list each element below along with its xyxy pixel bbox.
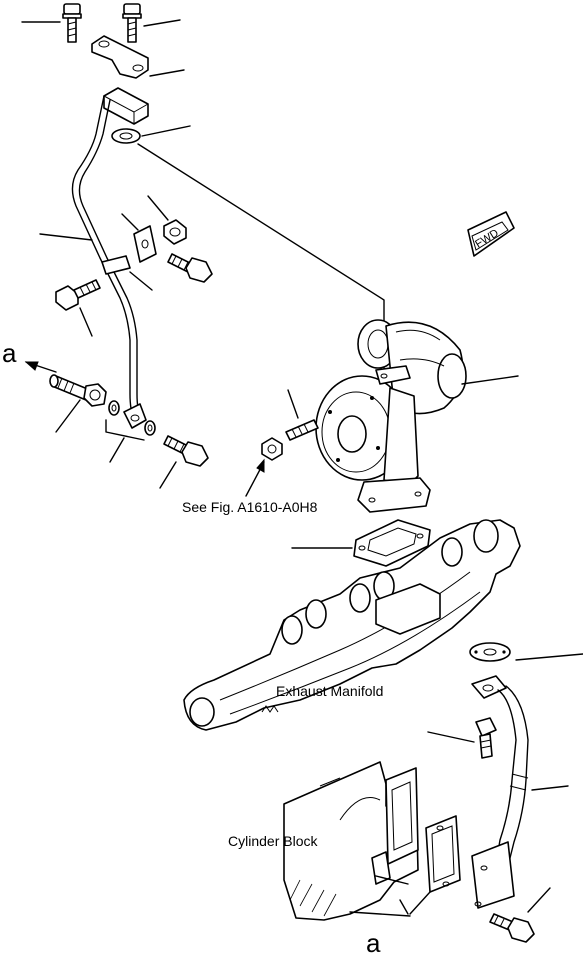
turbo-stud <box>285 419 319 441</box>
drain-gasket <box>469 642 511 662</box>
leader-line <box>159 461 177 489</box>
exhaust-manifold <box>183 519 521 731</box>
leader-line <box>105 419 145 441</box>
leader-line <box>427 731 475 743</box>
leader-line <box>143 19 181 27</box>
exhaust-manifold-label: Exhaust Manifold <box>276 683 383 699</box>
leader-line <box>149 69 185 77</box>
turbocharger <box>315 319 467 513</box>
reference-label-a-bottom: a <box>366 928 381 954</box>
washer-left <box>108 400 120 416</box>
leader-line <box>515 653 583 661</box>
top-bolt-left <box>62 3 82 43</box>
connector-bolt <box>49 374 107 407</box>
oil-inlet-pipe <box>71 95 147 429</box>
pipe-clamp <box>101 225 157 275</box>
leader-line <box>79 307 93 337</box>
leader-line <box>39 233 93 241</box>
left-bolt <box>55 279 101 311</box>
oil-drain-pipe <box>471 675 529 909</box>
oil-pipe-flange <box>103 87 149 125</box>
washer-right <box>144 420 156 436</box>
bracket <box>91 35 149 79</box>
leader-line <box>121 213 139 231</box>
leader-line <box>55 399 81 433</box>
fwd-direction-icon: FWD <box>467 211 515 257</box>
leader-line <box>375 875 409 885</box>
oil-pipe-gasket <box>111 128 141 144</box>
leader-line <box>349 911 411 917</box>
leader-line <box>141 125 191 137</box>
arrow-icon <box>245 458 265 497</box>
drain-bolt-lower <box>489 913 535 943</box>
block-gasket <box>425 815 461 893</box>
turbo-nut <box>261 437 283 461</box>
top-bolt-right <box>122 3 142 43</box>
cylinder-block-label: Cylinder Block <box>228 833 318 849</box>
leader-line <box>461 375 519 385</box>
cylinder-block <box>283 761 419 921</box>
leader-line <box>527 887 551 913</box>
leader-line <box>109 437 125 463</box>
clamp-bolt <box>167 253 213 283</box>
clamp-nut <box>163 219 187 245</box>
drain-bolt-upper <box>475 717 497 759</box>
leader-line <box>531 785 569 791</box>
lower-bolt <box>163 435 209 467</box>
leader-line <box>129 271 153 291</box>
arrow-icon <box>24 361 57 373</box>
leader-line <box>287 389 299 419</box>
leader-line <box>409 891 431 915</box>
leader-line <box>147 195 169 221</box>
reference-label-a-top: a <box>2 338 17 368</box>
arrow-icon <box>399 899 409 915</box>
break-line <box>261 705 279 713</box>
see-figure-reference: See Fig. A1610-A0H8 <box>182 499 318 515</box>
